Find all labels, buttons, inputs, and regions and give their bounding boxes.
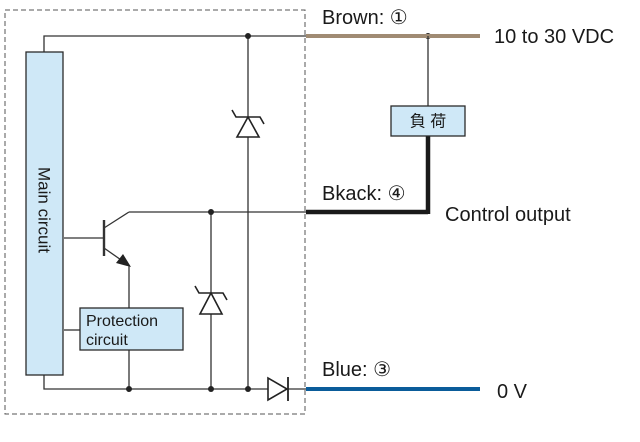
load-label: 負 荷 xyxy=(410,113,446,131)
supply-label: 10 to 30 VDC xyxy=(494,26,614,48)
protection-label-line2: circuit xyxy=(86,332,128,349)
top-rail xyxy=(43,35,306,52)
main-circuit-label: Main circuit xyxy=(35,167,54,253)
junction-dot xyxy=(245,33,251,39)
load-box xyxy=(390,105,466,137)
lower-zener-bar xyxy=(194,285,228,301)
protection-circuit-block xyxy=(79,307,184,351)
upper-zener-icon xyxy=(235,115,261,138)
control-output-label: Control output xyxy=(445,204,571,226)
transistor-collector xyxy=(103,211,130,229)
transistor-emitter-arrow xyxy=(116,254,131,267)
blue-label: Blue: ③ xyxy=(322,359,391,381)
lower-zener-icon xyxy=(198,291,224,315)
junction-dot xyxy=(208,386,214,392)
brown-label: Brown: ① xyxy=(322,7,408,29)
main-circuit-block xyxy=(25,51,64,376)
zero-volt-label: 0 V xyxy=(497,381,528,403)
black-label: Bkack: ④ xyxy=(322,183,406,205)
junction-dot xyxy=(245,386,251,392)
junction-dot xyxy=(208,209,214,215)
upper-zener-bar xyxy=(231,109,265,125)
bottom-rail xyxy=(43,375,306,390)
series-diode-icon xyxy=(267,376,289,402)
junction-dot xyxy=(126,386,132,392)
protection-label-line1: Protection xyxy=(86,313,158,330)
